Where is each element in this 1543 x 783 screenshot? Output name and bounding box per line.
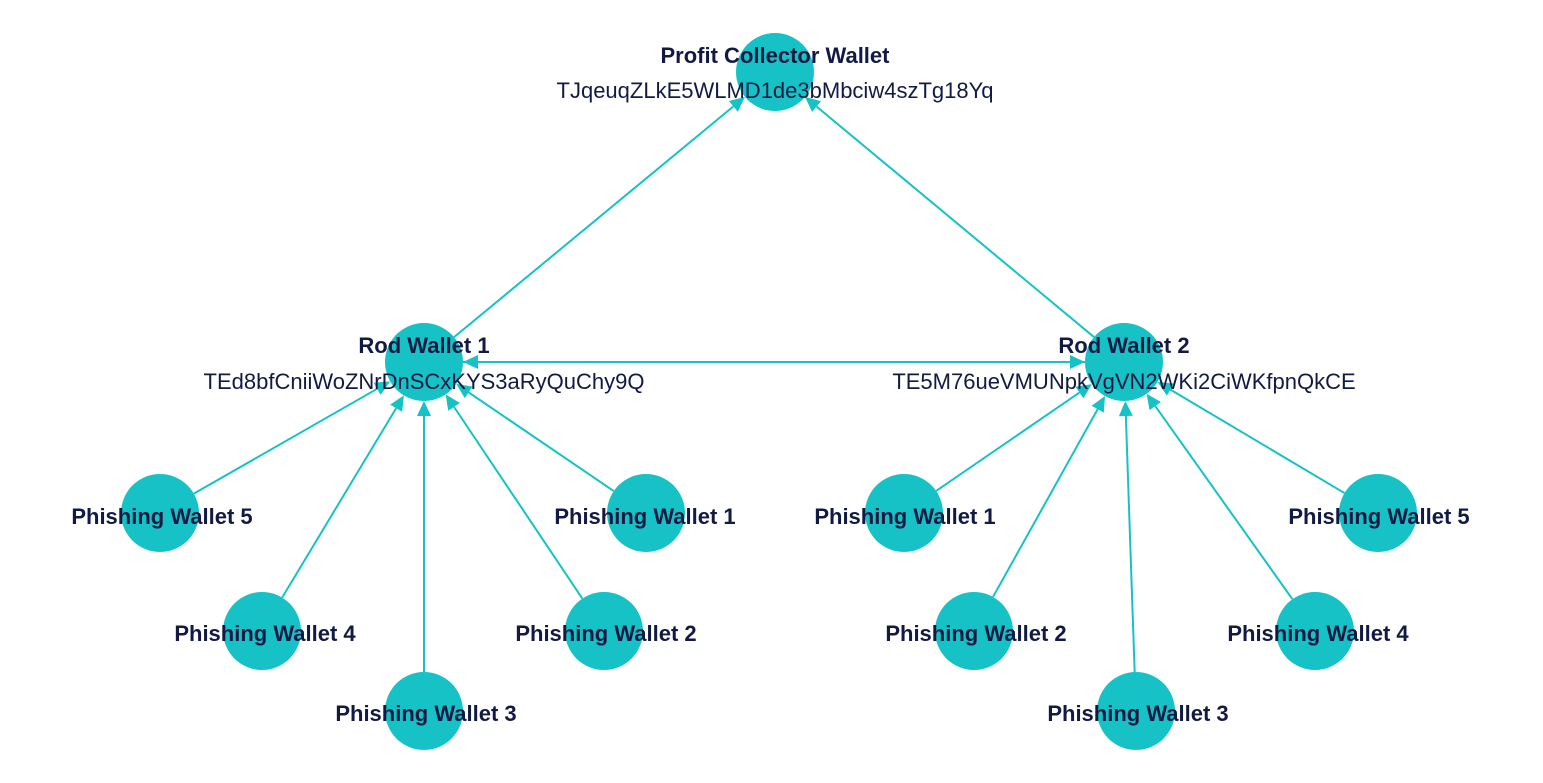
node-r_p3[interactable] bbox=[1097, 672, 1175, 750]
node-l_p5[interactable] bbox=[121, 474, 199, 552]
node-r_p4[interactable] bbox=[1276, 592, 1354, 670]
node-name-rod1: Rod Wallet 1 bbox=[358, 333, 489, 358]
edge-l_p5-to-rod1 bbox=[193, 387, 378, 495]
nodes-layer bbox=[121, 33, 1417, 750]
edge-rod1-to-collector bbox=[453, 105, 735, 338]
arrowhead-r_p4-to-rod2 bbox=[1146, 393, 1161, 411]
node-l_p2[interactable] bbox=[565, 592, 643, 670]
arrowhead-l_p4-to-rod1 bbox=[390, 395, 404, 412]
arrowhead-r_p1-to-rod2 bbox=[1075, 384, 1092, 399]
node-name-r_p3: Phishing Wallet 3 bbox=[1047, 701, 1228, 726]
node-l_p3[interactable] bbox=[385, 672, 463, 750]
arrowhead-rod2-to-collector bbox=[804, 96, 822, 112]
edge-r_p5-to-rod2 bbox=[1169, 388, 1345, 494]
node-r_p5[interactable] bbox=[1339, 474, 1417, 552]
arrowhead-l_p1-to-rod1 bbox=[456, 383, 473, 399]
node-address-rod1: TEd8bfCniiWoZNrDnSCxKYS3aRyQuChy9Q bbox=[204, 369, 645, 394]
node-name-rod2: Rod Wallet 2 bbox=[1058, 333, 1189, 358]
node-name-l_p4: Phishing Wallet 4 bbox=[174, 621, 356, 646]
node-name-l_p2: Phishing Wallet 2 bbox=[515, 621, 696, 646]
node-name-l_p3: Phishing Wallet 3 bbox=[335, 701, 516, 726]
node-name-l_p5: Phishing Wallet 5 bbox=[71, 504, 252, 529]
arrowhead-r_p3-to-rod2 bbox=[1118, 400, 1133, 417]
node-rod1[interactable] bbox=[385, 323, 463, 401]
edge-r_p1-to-rod2 bbox=[935, 391, 1081, 492]
arrowhead-rod2-to-rod1 bbox=[463, 355, 478, 369]
edge-r_p3-to-rod2 bbox=[1124, 415, 1136, 673]
arrowhead-rod1-to-collector bbox=[728, 96, 745, 112]
edge-r_p4-to-rod2 bbox=[1154, 405, 1294, 600]
node-name-r_p5: Phishing Wallet 5 bbox=[1288, 504, 1469, 529]
edge-l_p1-to-rod1 bbox=[468, 391, 615, 492]
edge-l_p4-to-rod1 bbox=[281, 407, 397, 599]
node-r_p2[interactable] bbox=[935, 592, 1013, 670]
node-name-l_p1: Phishing Wallet 1 bbox=[554, 504, 735, 529]
edge-l_p2-to-rod1 bbox=[453, 406, 584, 600]
node-l_p1[interactable] bbox=[607, 474, 685, 552]
arrowhead-r_p2-to-rod2 bbox=[1091, 396, 1106, 413]
node-address-rod2: TE5M76ueVMUNpkVgVN2WKi2CiWKfpnQkCE bbox=[892, 369, 1355, 394]
node-address-collector: TJqeuqZLkE5WLMD1de3bMbciw4szTg18Yq bbox=[557, 78, 994, 103]
node-name-r_p2: Phishing Wallet 2 bbox=[885, 621, 1066, 646]
node-name-r_p4: Phishing Wallet 4 bbox=[1227, 621, 1409, 646]
arrowhead-l_p3-to-rod1 bbox=[417, 401, 431, 416]
edge-r_p2-to-rod2 bbox=[992, 408, 1099, 598]
edge-rod2-to-collector bbox=[815, 105, 1095, 338]
node-name-r_p1: Phishing Wallet 1 bbox=[814, 504, 995, 529]
labels-layer: Profit Collector WalletTJqeuqZLkE5WLMD1d… bbox=[71, 43, 1469, 726]
node-l_p4[interactable] bbox=[223, 592, 301, 670]
node-r_p1[interactable] bbox=[865, 474, 943, 552]
edges-layer bbox=[193, 96, 1345, 673]
arrowhead-l_p2-to-rod1 bbox=[445, 394, 460, 411]
arrowhead-r_p5-to-rod2 bbox=[1157, 381, 1174, 396]
node-name-collector: Profit Collector Wallet bbox=[661, 43, 891, 68]
node-collector[interactable] bbox=[736, 33, 814, 111]
arrowhead-l_p5-to-rod1 bbox=[373, 381, 391, 395]
node-rod2[interactable] bbox=[1085, 323, 1163, 401]
